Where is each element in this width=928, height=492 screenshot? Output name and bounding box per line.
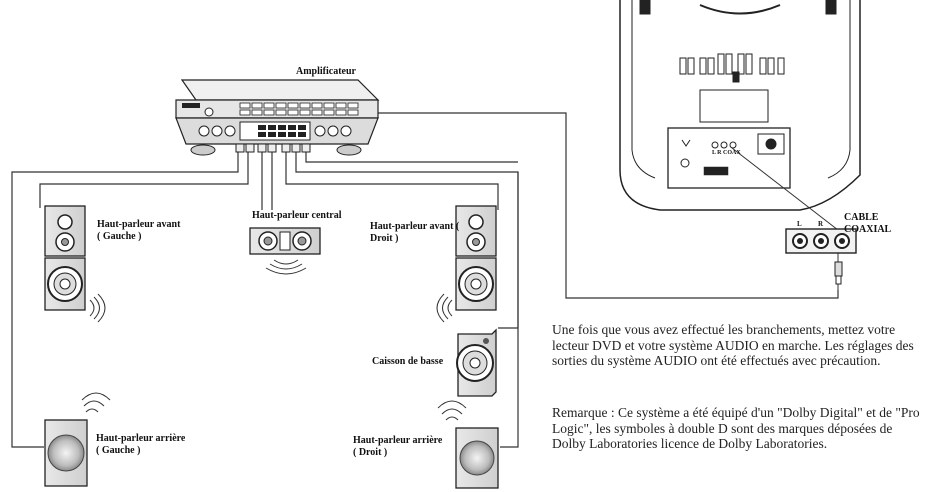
sound-waves-icon [81,392,111,413]
front-right-label-line1: Haut-parleur avant ( [370,221,460,232]
coax-plug [834,261,843,285]
rear-left-label-line1: Haut-parleur arrière [96,433,186,444]
tv-rear [619,0,861,211]
rear-right-label-line1: Haut-parleur arrière [353,435,443,446]
speaker-wires [11,112,839,448]
jack-l-label: L [797,220,802,228]
front-left-speaker [44,205,86,311]
rear-right-speaker [455,427,499,489]
sound-waves-icon [89,293,106,323]
instruction-text: Une fois que vous avez effectué les bran… [552,322,924,369]
subwoofer [456,328,497,397]
front-right-label: Haut-parleur avant ( Droit ) [370,221,459,245]
front-left-label-line2: ( Gauche ) [97,231,142,242]
front-right-label-line2: Droit ) [370,233,399,244]
sound-waves-icon [436,293,453,323]
sound-waves-icon [265,259,307,275]
rear-left-speaker [44,419,88,487]
tv-jacks-label: L R COAX [712,150,741,156]
subwoofer-label: Caisson de basse [372,356,444,367]
jack-r-label: R [818,220,824,228]
front-right-speaker [455,205,497,311]
center-speaker [249,227,321,255]
front-left-label-line1: Haut-parleur avant [97,219,181,230]
rear-right-label-line2: ( Droit ) [353,447,388,458]
center-label: Haut-parleur central [252,210,342,221]
front-left-label: Haut-parleur avant ( Gauche ) [97,219,180,243]
instruction-paragraph: Une fois que vous avez effectué les bran… [552,322,914,368]
amplifier-unit [175,79,380,156]
rear-right-label: Haut-parleur arrière ( Droit ) [353,435,442,459]
note-paragraph: Remarque : Ce système a été équipé d'un … [552,405,920,451]
sound-waves-icon [437,400,467,421]
rear-left-label-line2: ( Gauche ) [96,445,141,456]
coax-cable-label: CABLE COAXIAL [844,212,892,235]
amplifier-label: Amplificateur [296,66,356,77]
note-text: Remarque : Ce système a été équipé d'un … [552,405,924,452]
coax-jack-box [785,228,857,254]
rear-left-label: Haut-parleur arrière ( Gauche ) [96,433,185,457]
